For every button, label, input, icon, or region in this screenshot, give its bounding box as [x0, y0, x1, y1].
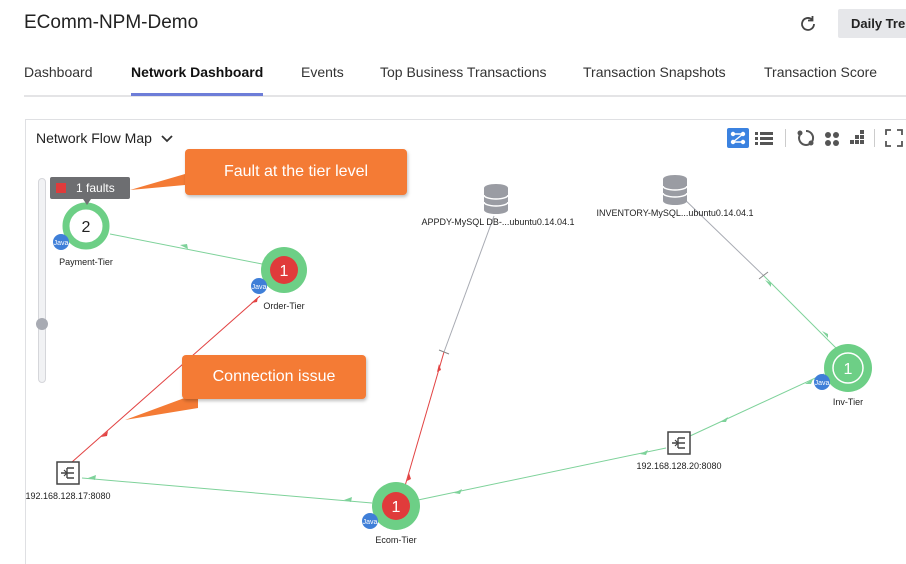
tab-transaction-score[interactable]: Transaction Score: [764, 64, 878, 80]
tab-bar: Dashboard Network Dashboard Events Top B…: [0, 52, 906, 98]
zoom-slider-track[interactable]: [38, 178, 46, 383]
node-count: 1: [844, 361, 853, 378]
auto-layout-icon[interactable]: [796, 128, 816, 148]
edge-inv-to-db2[interactable]: [763, 275, 837, 349]
fault-count-label: 1 faults: [76, 181, 115, 195]
fault-chip-pointer: [83, 199, 91, 205]
node-count: 2: [82, 219, 91, 236]
node-label-db1: APPDY-MySQL DB-...ubuntu0.14.04.1: [421, 217, 575, 227]
tab-network-dashboard[interactable]: Network Dashboard: [131, 64, 264, 80]
edges: [71, 194, 837, 504]
node-label-lb1: 192.168.128.17:8080: [25, 491, 111, 501]
node-endpoint-20[interactable]: [667, 431, 691, 455]
grid-layout-icon[interactable]: [848, 128, 868, 148]
java-badge-icon: Java: [363, 519, 378, 526]
database-icon: [483, 184, 509, 214]
edge-lb2-to-inv[interactable]: [689, 373, 825, 437]
database-icon: [662, 175, 688, 205]
active-tab-indicator: [131, 93, 263, 96]
callout-tier-fault: Fault at the tier level: [185, 149, 407, 195]
callout-connection-issue: Connection issue: [182, 355, 366, 399]
node-payment-tier[interactable]: 2 Java: [53, 202, 110, 250]
node-inv-tier[interactable]: 1 Java: [814, 344, 872, 392]
edge-ecom-to-db1[interactable]: [404, 351, 445, 487]
app-title: EComm-NPM-Demo: [24, 12, 199, 33]
fault-count-badge[interactable]: 1 faults: [50, 177, 130, 199]
edge-db2-stub: [679, 194, 765, 277]
edge-end-marker: [758, 271, 769, 280]
edge-lb1-to-order[interactable]: [71, 295, 261, 463]
callout-pointer: [130, 174, 185, 190]
tabs-divider: [24, 95, 906, 97]
fault-indicator-icon: [56, 183, 66, 193]
load-balancer-icon: [56, 461, 80, 485]
node-label-ecom: Ecom-Tier: [375, 535, 417, 545]
panel-title[interactable]: Network Flow Map: [36, 130, 152, 146]
edge-order-to-payment[interactable]: [109, 233, 263, 265]
java-badge-icon: Java: [54, 240, 69, 247]
tab-transaction-snapshots[interactable]: Transaction Snapshots: [583, 64, 726, 80]
node-label-inv: Inv-Tier: [832, 397, 864, 407]
node-ecom-tier[interactable]: 1 Java: [362, 482, 420, 530]
fullscreen-icon[interactable]: [884, 128, 904, 148]
java-badge-icon: Java: [815, 380, 830, 387]
edge-ecom-to-lb1[interactable]: [81, 477, 373, 504]
node-count: 1: [280, 263, 289, 280]
list-view-icon[interactable]: [754, 128, 774, 148]
node-order-tier[interactable]: 1 Java: [251, 247, 307, 294]
toolbar-divider: [785, 129, 786, 147]
edge-db1-stub: [443, 215, 495, 353]
java-badge-icon: Java: [252, 284, 267, 291]
callout-pointer: [125, 393, 198, 420]
node-endpoint-17[interactable]: [56, 461, 80, 485]
node-label-db2: INVENTORY-MySQL...ubuntu0.14.04.1: [596, 208, 754, 218]
node-label-payment: Payment-Tier: [59, 257, 113, 267]
toolbar-divider: [874, 129, 875, 147]
node-appdy-mysql-db[interactable]: [483, 184, 509, 214]
node-count: 1: [392, 499, 401, 516]
node-label-order: Order-Tier: [263, 301, 305, 311]
edge-end-marker: [438, 349, 450, 355]
refresh-icon[interactable]: [797, 13, 819, 35]
node-inventory-mysql-db[interactable]: [662, 175, 688, 205]
edge-ecom-to-lb2[interactable]: [417, 447, 667, 501]
title-bar: EComm-NPM-Demo Daily Tre: [0, 0, 906, 52]
load-balancer-icon: [667, 431, 691, 455]
cluster-layout-icon[interactable]: [822, 128, 842, 148]
zoom-slider-handle[interactable]: [36, 318, 48, 330]
chevron-down-icon[interactable]: [161, 134, 173, 144]
edge-arrow: [180, 244, 188, 249]
tab-events[interactable]: Events: [301, 64, 344, 80]
tab-top-business-transactions[interactable]: Top Business Transactions: [380, 64, 547, 80]
node-label-lb2: 192.168.128.20:8080: [636, 461, 722, 471]
time-range-button[interactable]: Daily Tre: [838, 9, 906, 38]
flow-map-view-icon[interactable]: [727, 128, 749, 148]
tab-dashboard[interactable]: Dashboard: [24, 64, 93, 80]
